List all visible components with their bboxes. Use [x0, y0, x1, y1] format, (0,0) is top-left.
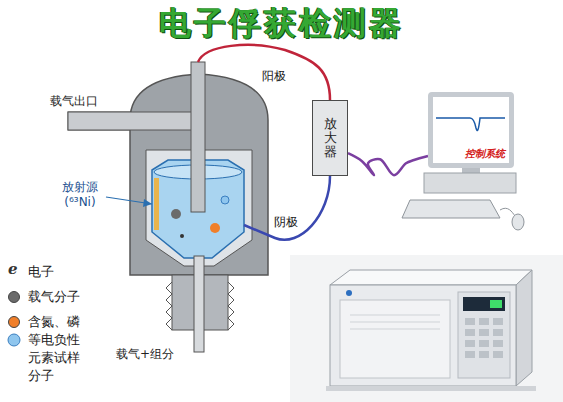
part-label: 载气+组分	[116, 346, 174, 363]
legend-text: 载气分子	[28, 288, 80, 306]
instrument-base	[326, 386, 536, 391]
keyboard	[402, 200, 500, 218]
signal-wire	[348, 153, 428, 175]
part-label: 载气出口	[50, 93, 98, 110]
legend-text: 含氮、磷等电负性元素试样分子	[28, 313, 81, 385]
thread	[166, 282, 172, 330]
outlet-pipe-front	[68, 112, 192, 130]
instrument-body	[330, 285, 516, 386]
keypad	[465, 318, 503, 358]
legend-symbol: e	[8, 260, 18, 278]
instrument-lid	[330, 270, 532, 285]
mouse-cable	[500, 208, 515, 216]
monitor-neck	[462, 168, 480, 173]
ni63-foil	[154, 178, 159, 230]
outlet-pipe	[68, 112, 200, 130]
monitor-screen: 控制系统	[428, 92, 514, 168]
legend-swatch	[8, 316, 20, 328]
sample-molecule	[221, 196, 229, 204]
leader-head	[143, 199, 152, 207]
display	[463, 297, 505, 311]
instrument-side	[516, 270, 532, 386]
node-text: 放大器	[324, 117, 337, 160]
inlet-tube	[194, 256, 204, 352]
legend-text: 电子	[28, 263, 54, 281]
mouse	[512, 214, 524, 230]
vent-line	[350, 322, 440, 323]
vent-line	[350, 329, 440, 330]
vent-line	[350, 315, 440, 316]
chromatogram-trace	[436, 118, 505, 130]
electron	[180, 234, 184, 238]
display-digits	[490, 300, 502, 308]
cathode-wire	[244, 176, 330, 240]
legend-entry: 含氮、磷等电负性元素试样分子	[6, 313, 81, 385]
sample-molecule	[210, 223, 220, 233]
title: 电子俘获检测器	[0, 2, 563, 46]
instrument-door	[340, 300, 450, 378]
legend-dot	[8, 334, 20, 346]
legend-swatch	[8, 291, 20, 303]
legend-entry: 载气分子	[6, 288, 80, 306]
logo-dot	[346, 290, 352, 296]
amplifier-box: 放大器	[312, 100, 348, 176]
computer-case	[424, 173, 516, 193]
photo-ground	[290, 255, 563, 402]
anode-wire	[198, 45, 330, 100]
screen	[433, 97, 509, 163]
node-text: 控制系统	[465, 147, 505, 161]
carrier-molecule	[171, 209, 181, 219]
electrode-label: 阴极	[274, 214, 298, 231]
legend-entry: 电子	[6, 263, 54, 281]
part-label: 放射源 (⁶³Ni)	[58, 180, 102, 210]
thread	[228, 282, 234, 330]
anode-rod	[191, 62, 205, 212]
control-panel	[458, 292, 510, 378]
electrode-label: 阳极	[262, 68, 286, 85]
